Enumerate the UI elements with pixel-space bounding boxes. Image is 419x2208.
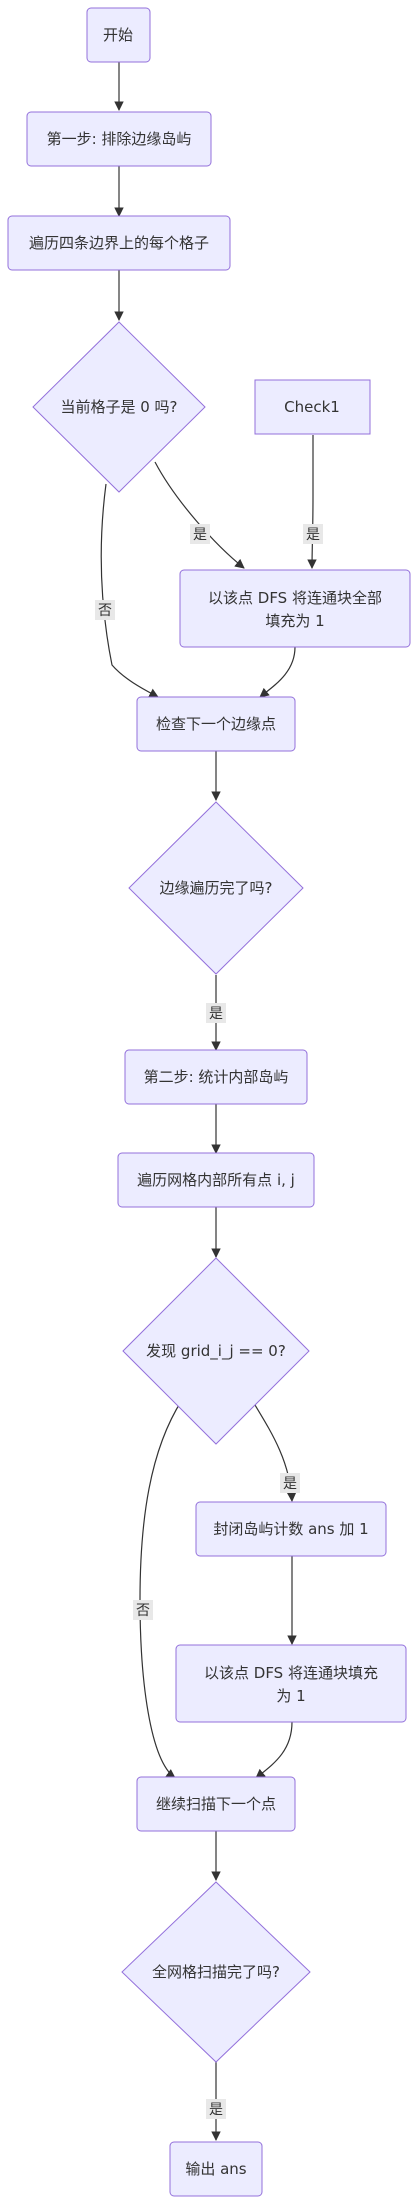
- edge-label-yes-found: 是: [283, 1476, 297, 1492]
- node-traverse-border-label: 遍历四条边界上的每个格子: [29, 234, 209, 252]
- edge-label-yes-check1: 是: [306, 527, 320, 543]
- node-step2: 第二步: 统计内部岛屿: [124, 1049, 308, 1105]
- node-found-zero: 发现 grid_i_j == 0?: [122, 1257, 310, 1445]
- edge-iszero-next-no: [100, 483, 159, 698]
- node-next-border-label: 检查下一个边缘点: [156, 715, 276, 733]
- node-output-label: 输出 ans: [185, 2160, 246, 2178]
- node-continue-scan-label: 继续扫描下一个点: [156, 1795, 276, 1813]
- node-dfs-inner-label-line1: 以该点 DFS 将连通块填充: [204, 1664, 378, 1682]
- node-next-border: 检查下一个边缘点: [136, 696, 296, 752]
- node-border-done-label: 边缘遍历完了吗?: [160, 879, 273, 897]
- node-dfs-inner: 以该点 DFS 将连通块填充 为 1: [175, 1644, 407, 1723]
- node-traverse-inner: 遍历网格内部所有点 i, j: [117, 1152, 315, 1208]
- node-ans-inc-label: 封闭岛屿计数 ans 加 1: [213, 1520, 368, 1538]
- node-is-zero: 当前格子是 0 吗?: [32, 321, 206, 493]
- node-grid-done: 全网格扫描完了吗?: [121, 1881, 311, 2063]
- node-border-done: 边缘遍历完了吗?: [128, 801, 304, 975]
- node-step2-label: 第二步: 统计内部岛屿: [144, 1068, 289, 1086]
- node-check1-label: Check1: [284, 398, 340, 416]
- node-start-label: 开始: [103, 26, 133, 44]
- edge-labels: 是 是 否 是 是 否 是: [95, 524, 323, 2119]
- edge-label-yes-borderdone: 是: [209, 1006, 223, 1022]
- node-found-zero-label: 发现 grid_i_j == 0?: [146, 1342, 286, 1361]
- edge-label-yes-griddone: 是: [209, 2102, 223, 2118]
- node-start: 开始: [86, 7, 151, 63]
- node-ans-inc: 封闭岛屿计数 ans 加 1: [195, 1501, 387, 1557]
- edge-dfs-next: [259, 646, 296, 698]
- edge-dfsinner-continue: [255, 1721, 293, 1779]
- node-output: 输出 ans: [169, 2141, 263, 2197]
- edge-label-no-found: 否: [136, 1603, 150, 1619]
- node-traverse-inner-label: 遍历网格内部所有点 i, j: [137, 1171, 295, 1189]
- node-step1: 第一步: 排除边缘岛屿: [26, 111, 212, 167]
- edge-found-continue-no: [139, 1399, 183, 1779]
- node-grid-done-label: 全网格扫描完了吗?: [152, 1963, 280, 1981]
- node-traverse-border: 遍历四条边界上的每个格子: [7, 215, 231, 271]
- node-dfs-border: 以该点 DFS 将连通块全部 填充为 1: [179, 569, 411, 648]
- edge-label-yes-iszero: 是: [193, 527, 207, 543]
- node-check1: Check1: [254, 379, 371, 435]
- node-dfs-border-label-line1: 以该点 DFS 将连通块全部: [208, 589, 382, 607]
- node-step1-label: 第一步: 排除边缘岛屿: [47, 130, 192, 148]
- edge-check1-dfs: [307, 435, 317, 569]
- edge-iszero-dfs-yes: [154, 461, 245, 569]
- node-continue-scan: 继续扫描下一个点: [136, 1776, 296, 1832]
- node-dfs-border-label-line2: 填充为 1: [265, 612, 324, 630]
- edge-label-no-iszero: 否: [98, 603, 112, 619]
- node-dfs-inner-label-line2: 为 1: [276, 1687, 305, 1705]
- node-is-zero-label: 当前格子是 0 吗?: [60, 398, 177, 416]
